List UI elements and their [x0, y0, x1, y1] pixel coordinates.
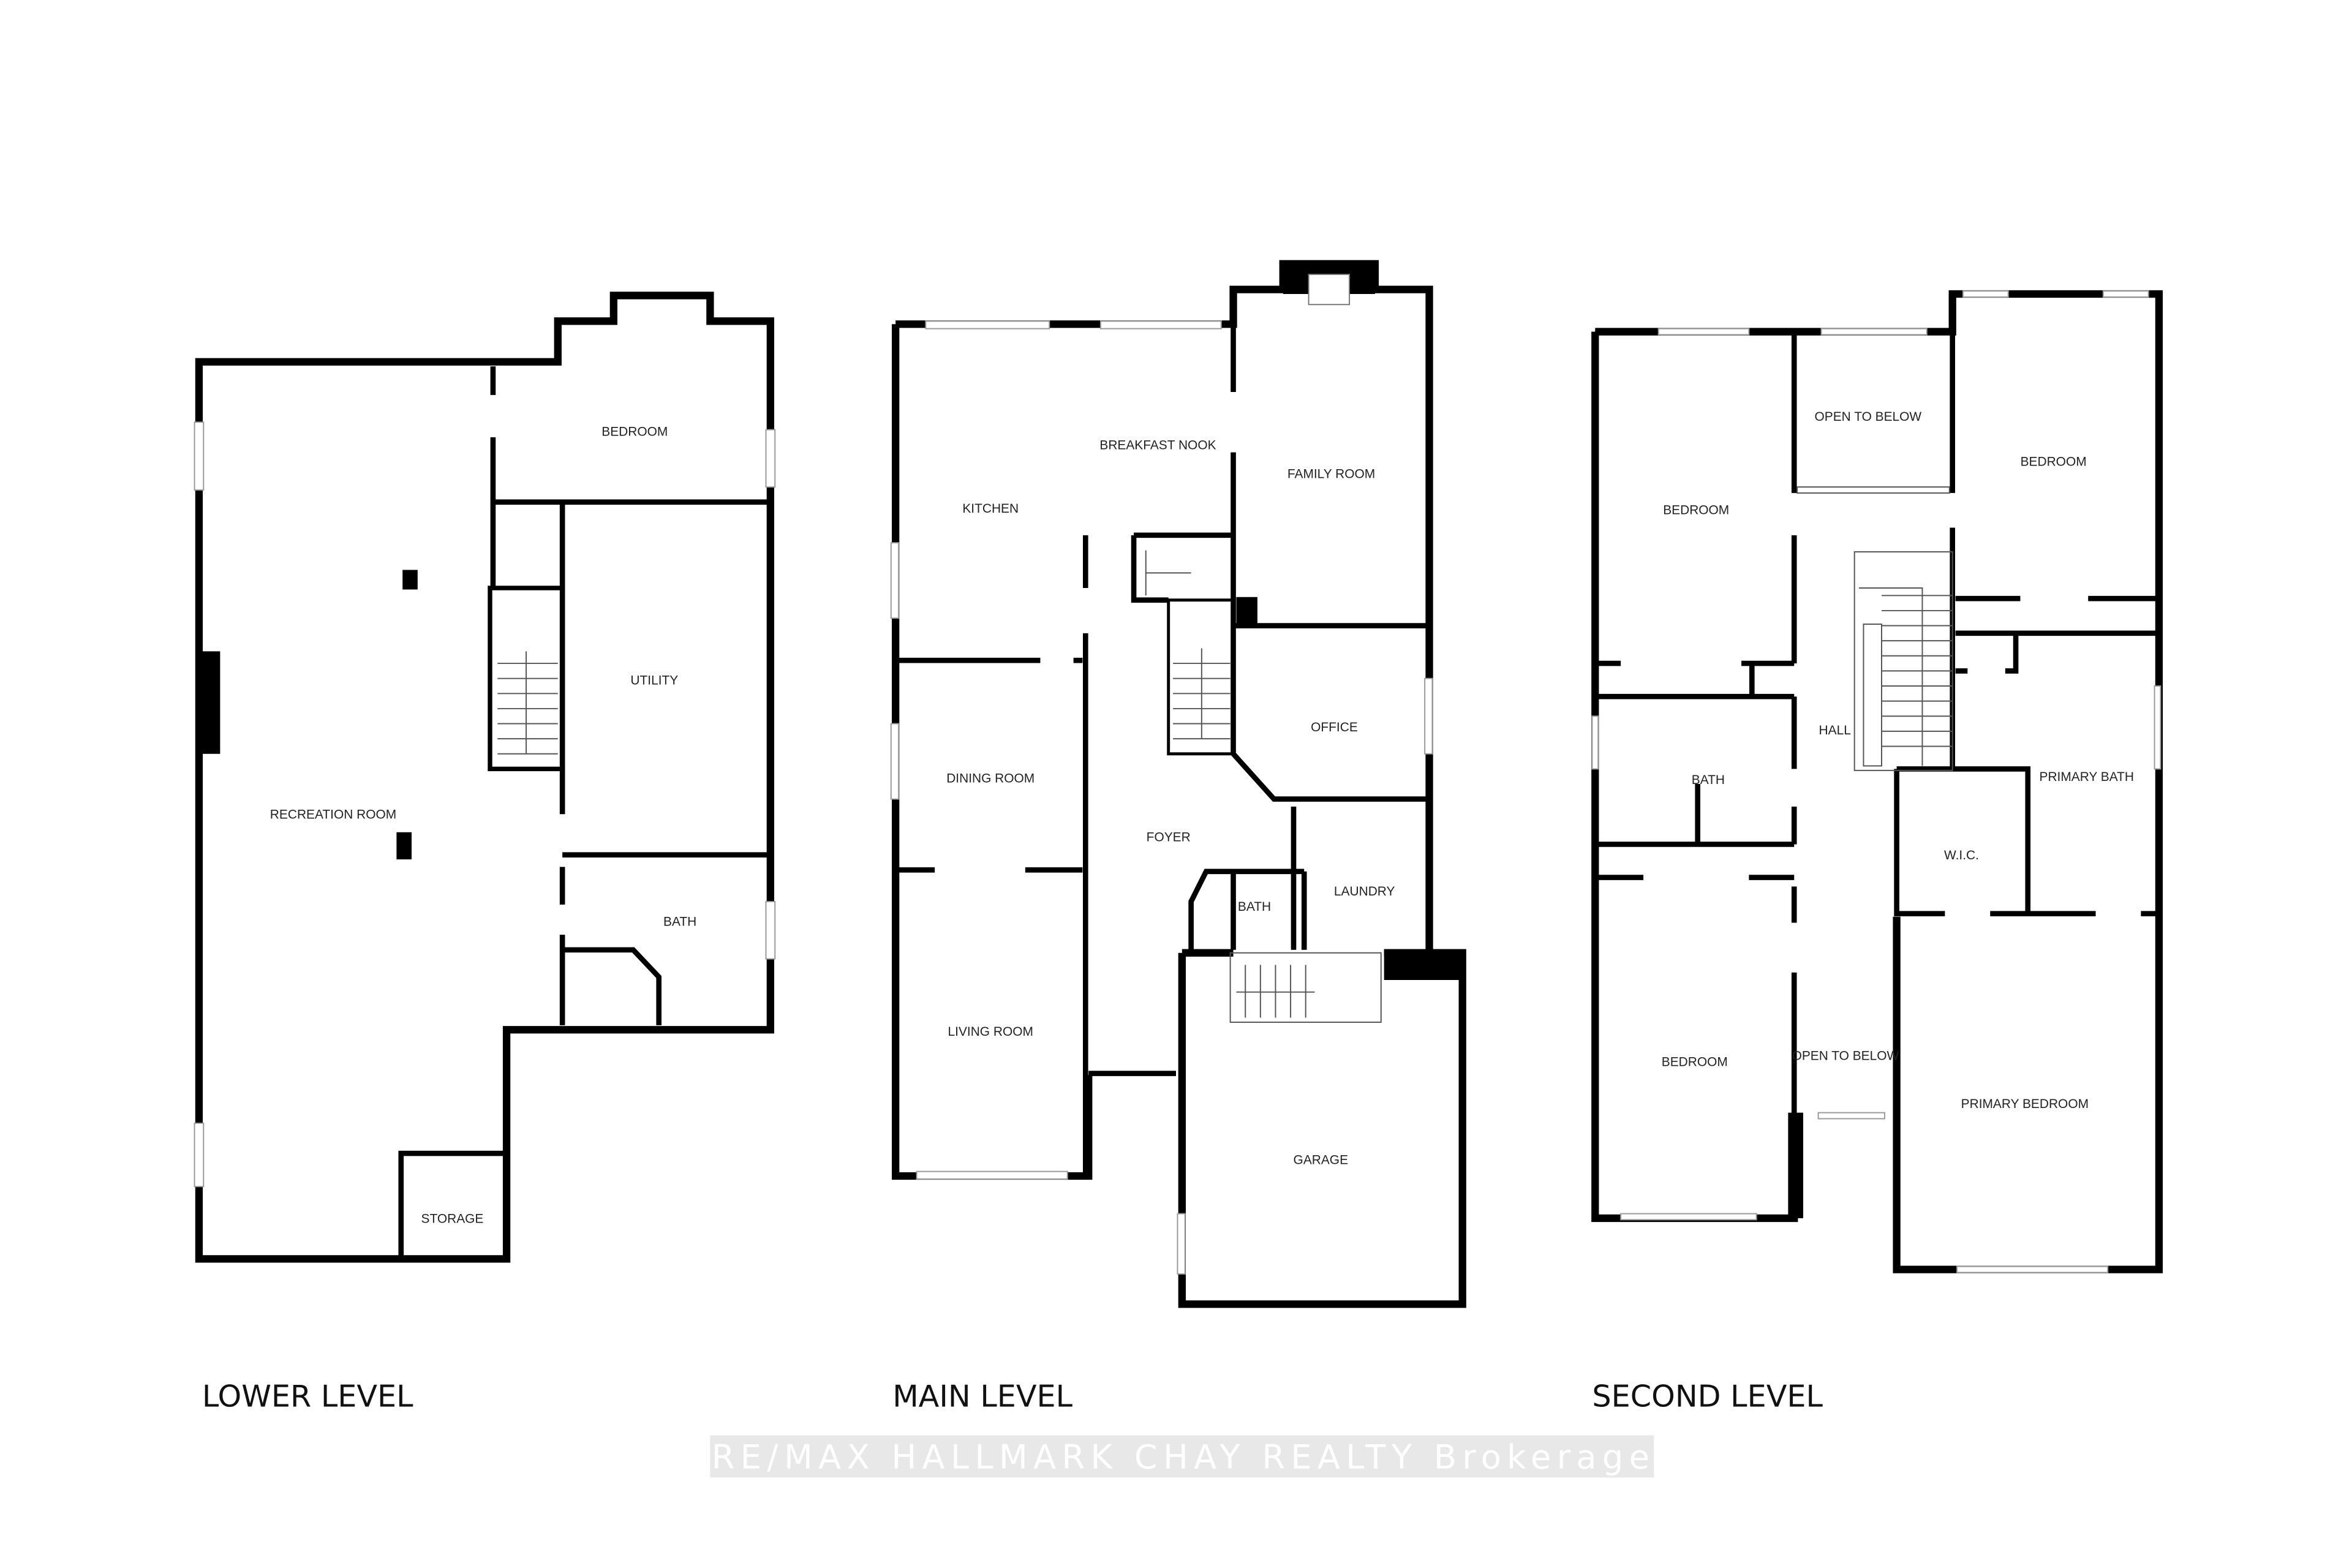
level-title: MAIN LEVEL [892, 1379, 1072, 1414]
room-label: BEDROOM [601, 424, 668, 439]
main-garage-stairs [1229, 952, 1382, 1023]
room-label: BEDROOM [1663, 503, 1729, 517]
room-label: BREAKFAST NOOK [1099, 439, 1216, 453]
second-window [1962, 290, 2009, 298]
second-stair-treads [1859, 587, 1953, 766]
room-label: W.I.C. [1944, 848, 1979, 862]
second-window [1817, 1112, 1885, 1120]
room-label: BEDROOM [1662, 1055, 1728, 1069]
main-post [1236, 597, 1257, 625]
main-stairs [1167, 598, 1235, 756]
room-label: KITCHEN [962, 502, 1019, 516]
room-label: UTILITY [630, 674, 678, 688]
room-label: FAMILY ROOM [1287, 467, 1375, 481]
lower-interior-walls [490, 366, 771, 1025]
second-stair-rail [1863, 624, 1882, 767]
room-label: OPEN TO BELOW [1792, 1049, 1899, 1063]
main-window [1177, 1213, 1186, 1275]
lower-post [402, 570, 418, 590]
room-label: BATH [663, 914, 696, 929]
lower-stairs [488, 586, 565, 772]
lower-window [765, 429, 776, 488]
second-level-plan: OPEN TO BELOW BEDROOM BEDROOM HALL BATH … [1591, 290, 2163, 1414]
second-window [1820, 328, 1928, 336]
second-window [1591, 715, 1599, 770]
brokerage-watermark: RE/MAX HALLMARK CHAY REALTY Brokerage [710, 1435, 1654, 1478]
second-window [1657, 328, 1750, 336]
lower-window [194, 1122, 205, 1188]
lower-storage-room [398, 1150, 510, 1262]
room-label: LAUNDRY [1334, 884, 1395, 899]
level-title: SECOND LEVEL [1592, 1379, 1823, 1414]
lower-window [194, 421, 205, 491]
room-label: BATH [1238, 900, 1271, 914]
room-label: PRIMARY BATH [2040, 770, 2135, 784]
watermark-text: RE/MAX HALLMARK CHAY REALTY Brokerage [712, 1438, 1649, 1477]
main-garage-corner [1384, 949, 1463, 980]
room-label: RECREATION ROOM [270, 808, 396, 822]
level-title: LOWER LEVEL [202, 1379, 413, 1414]
second-stairs [1853, 551, 1953, 771]
second-open-to-below-rail [1796, 486, 1950, 494]
room-label: GARAGE [1294, 1153, 1349, 1167]
second-post [1788, 1112, 1803, 1218]
lower-stair-treads [497, 651, 558, 755]
room-label: HALL [1819, 723, 1851, 737]
room-label: LIVING ROOM [948, 1025, 1033, 1039]
main-garage-wall [1178, 949, 1466, 1308]
room-label: OPEN TO BELOW [1815, 410, 1922, 424]
main-stair-treads [1145, 550, 1231, 740]
main-window [1424, 677, 1433, 755]
main-window [1099, 320, 1222, 330]
room-label: FOYER [1147, 831, 1191, 845]
lower-level-plan: BEDROOM UTILITY RECREATION ROOM BATH STO… [194, 292, 776, 1414]
second-window [1956, 1265, 2109, 1273]
main-garage-stair-treads [1236, 965, 1315, 1018]
lower-exterior-wall [195, 292, 774, 1263]
room-label: STORAGE [421, 1212, 484, 1226]
main-window [890, 723, 900, 800]
main-window [916, 1170, 1068, 1180]
room-label: DINING ROOM [946, 772, 1035, 786]
main-window [890, 542, 900, 619]
room-label: BEDROOM [2021, 455, 2087, 469]
room-label: PRIMARY BEDROOM [1961, 1097, 2089, 1111]
second-window [2154, 685, 2162, 770]
room-label: OFFICE [1311, 720, 1358, 734]
main-chimney-inner [1308, 274, 1351, 306]
second-window [2102, 290, 2149, 298]
room-label: BATH [1692, 773, 1725, 787]
lower-fireplace [198, 651, 221, 754]
lower-post [396, 832, 412, 860]
second-window [1620, 1213, 1757, 1221]
lower-window [765, 901, 776, 960]
main-level-plan: BREAKFAST NOOK FAMILY ROOM KITCHEN OFFIC… [890, 260, 1466, 1414]
main-window [925, 320, 1050, 330]
